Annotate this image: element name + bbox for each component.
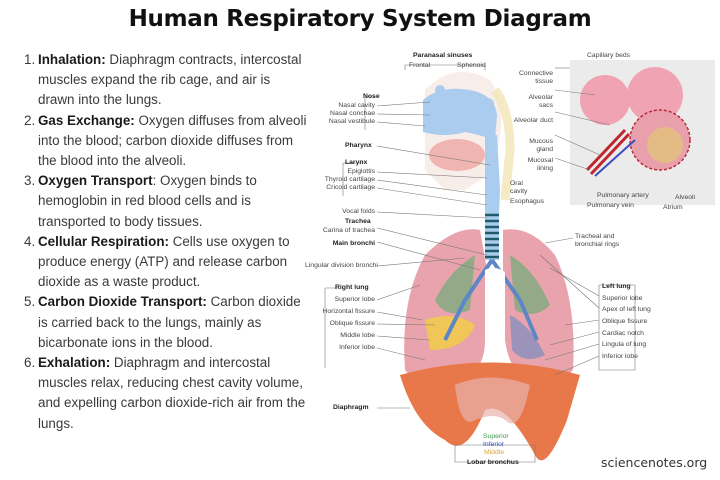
step-inhalation: 1.Inhalation: Diaphragm contracts, inter… (24, 50, 309, 111)
label-trachea: Trachea (345, 218, 371, 225)
label-lobar-middle: Middle (484, 449, 505, 456)
step-term: Cellular Respiration: (38, 233, 169, 249)
label-alveolar-sacs: Alveolar sacs (528, 94, 553, 109)
step-co2-transport: 5.Carbon Dioxide Transport: Carbon dioxi… (24, 292, 309, 353)
label-ll-apex: Apex of left lung (602, 306, 651, 313)
label-capillary-beds: Capillary beds (587, 52, 631, 59)
label-larynx: Larynx (345, 159, 368, 166)
respiratory-diagram: Paranasal sinuses Frontal Sphenoid Nose … (305, 40, 720, 480)
label-pharynx: Pharynx (345, 142, 372, 149)
label-thyroid-cartilage: Thyroid cartilage (324, 176, 375, 183)
label-ll-inferior-lobe: Inferior lobe (602, 353, 638, 360)
label-left-lung: Left lung (602, 283, 631, 290)
label-lingular-division-bronchi: Lingular division bronchi (305, 262, 378, 269)
label-diaphragm: Diaphragm (333, 404, 369, 411)
step-number: 1. (24, 52, 36, 67)
label-ll-oblique-fissure: Oblique fissure (602, 318, 648, 325)
step-number: 4. (24, 233, 36, 249)
label-oral-cavity: Oral cavity (510, 180, 528, 195)
label-epiglottis: Epiglottis (347, 168, 375, 175)
label-mucosal-lining: Mucosal lining (527, 157, 553, 172)
step-text: Cells use oxygen to produce energy (ATP)… (38, 233, 290, 290)
step-term: Carbon Dioxide Transport: (38, 294, 207, 310)
label-connective-tissue: Connective tissue (518, 70, 553, 85)
label-ll-lingula: Lingula of lung (602, 341, 647, 348)
label-pulmonary-artery: Pulmonary artery (597, 192, 649, 199)
label-carina: Carina of trachea (322, 227, 375, 234)
label-vocal-folds: Vocal folds (342, 208, 375, 215)
label-tracheal-rings: Tracheal and bronchial rings (575, 233, 620, 248)
label-rl-oblique-fissure: Oblique fissure (329, 320, 375, 327)
label-esophagus: Esophagus (510, 198, 545, 205)
step-text: Carbon dioxide is carried back to the lu… (38, 294, 301, 350)
label-rl-inferior-lobe: Inferior lobe (339, 344, 375, 351)
label-nasal-conchae: Nasal conchae (330, 110, 375, 117)
step-term: Oxygen Transport (38, 173, 153, 189)
label-nasal-cavity: Nasal cavity (338, 102, 375, 109)
label-nasal-vestibule: Nasal vestibule (328, 118, 375, 125)
step-text: Oxygen diffuses from alveoli into the bl… (38, 112, 307, 169)
step-term: Exhalation: (38, 355, 111, 371)
source-credit: sciencenotes.org (601, 455, 708, 470)
step-text: : Oxygen binds to hemoglobin in red bloo… (38, 173, 257, 229)
label-cricoid-cartilage: Cricoid cartilage (326, 184, 375, 191)
label-rl-middle-lobe: Middle lobe (340, 332, 375, 339)
label-right-lung: Right lung (335, 284, 369, 291)
label-rl-horizontal-fissure: Horizontal fissure (322, 308, 375, 315)
label-atrium: Atrium (663, 204, 683, 211)
step-number: 3. (24, 173, 36, 189)
step-term: Gas Exchange: (38, 112, 135, 128)
label-alveolar-duct: Alveolar duct (513, 117, 553, 124)
step-gas-exchange: 2.Gas Exchange: Oxygen diffuses from alv… (24, 111, 309, 172)
label-rl-superior-lobe: Superior lobe (334, 296, 375, 303)
label-mucous-gland: Mucous gland (529, 138, 553, 153)
step-number: 2. (24, 112, 36, 128)
label-nose: Nose (363, 93, 380, 100)
step-exhalation: 6.Exhalation: Diaphragm and intercostal … (24, 353, 309, 434)
step-number: 5. (24, 294, 36, 310)
label-lobar-bronchus: Lobar bronchus (467, 459, 519, 466)
anatomy-illustration (324, 60, 715, 463)
label-lobar-inferior: Inferior (483, 441, 505, 448)
step-cellular-respiration: 4.Cellular Respiration: Cells use oxygen… (24, 232, 309, 293)
step-oxygen-transport: 3.Oxygen Transport: Oxygen binds to hemo… (24, 171, 309, 232)
step-number: 6. (24, 355, 36, 371)
label-frontal: Frontal (409, 62, 431, 69)
label-ll-cardiac-notch: Cardiac notch (602, 330, 644, 337)
label-main-bronchi: Main bronchi (332, 240, 375, 247)
label-sphenoid: Sphenoid (457, 62, 486, 69)
step-text: Diaphragm and intercostal muscles relax,… (38, 355, 306, 431)
respiration-steps-list: 1.Inhalation: Diaphragm contracts, inter… (24, 50, 309, 434)
label-lobar-superior: Superior (483, 433, 509, 440)
step-text: Diaphragm contracts, intercostal muscles… (38, 52, 302, 108)
label-pulmonary-vein: Pulmonary vein (587, 202, 634, 209)
label-alveoli: Alveoli (675, 194, 696, 201)
label-paranasal-sinuses: Paranasal sinuses (413, 52, 473, 59)
step-term: Inhalation: (38, 52, 106, 67)
page-title: Human Respiratory System Diagram (128, 6, 592, 32)
label-ll-superior-lobe: Superior lobe (602, 295, 643, 302)
